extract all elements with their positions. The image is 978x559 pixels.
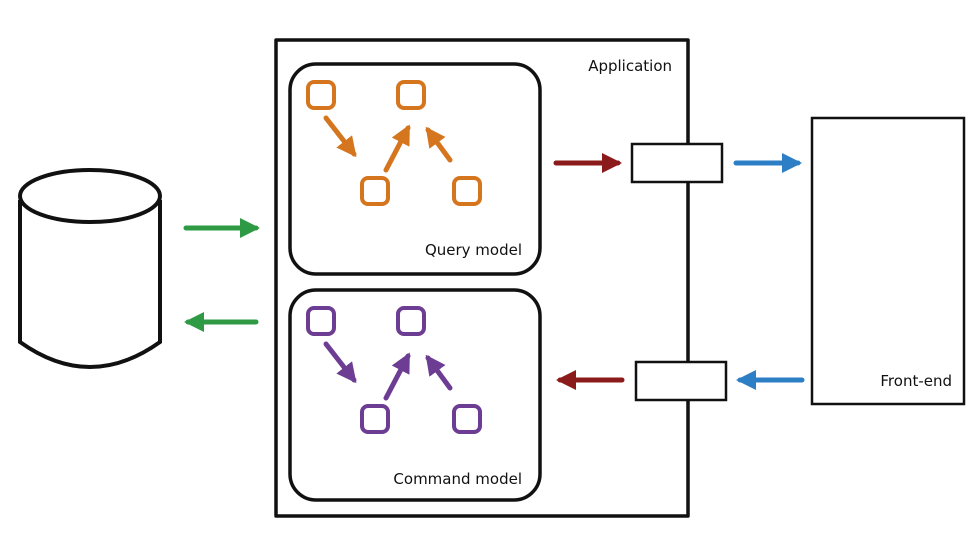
query-interface-port bbox=[630, 142, 724, 184]
command-model-graph bbox=[306, 306, 482, 434]
query-model-graph bbox=[306, 80, 482, 206]
query-model-label: Query model bbox=[425, 241, 522, 259]
front-end-box bbox=[810, 116, 966, 406]
command-model-box bbox=[288, 288, 542, 502]
command-node bbox=[360, 404, 390, 434]
query-edge-arrow bbox=[383, 124, 411, 173]
query-edge-arrow bbox=[425, 126, 453, 163]
database-cylinder bbox=[18, 168, 162, 369]
command-node bbox=[452, 404, 482, 434]
command-interface-port bbox=[634, 360, 728, 402]
front-end-label: Front-end bbox=[880, 372, 952, 390]
query-model-box bbox=[288, 62, 542, 276]
query-node bbox=[396, 80, 426, 110]
query-node bbox=[306, 80, 336, 110]
command-edge-arrow bbox=[383, 352, 411, 401]
application-label: Application bbox=[588, 57, 672, 75]
query-node bbox=[360, 176, 390, 206]
command-node bbox=[396, 306, 426, 336]
command-node bbox=[306, 306, 336, 336]
query-edge-arrow bbox=[323, 115, 357, 158]
query-node bbox=[452, 176, 482, 206]
command-edge-arrow bbox=[425, 354, 453, 391]
command-edge-arrow bbox=[323, 341, 357, 384]
command-model-label: Command model bbox=[393, 470, 522, 488]
